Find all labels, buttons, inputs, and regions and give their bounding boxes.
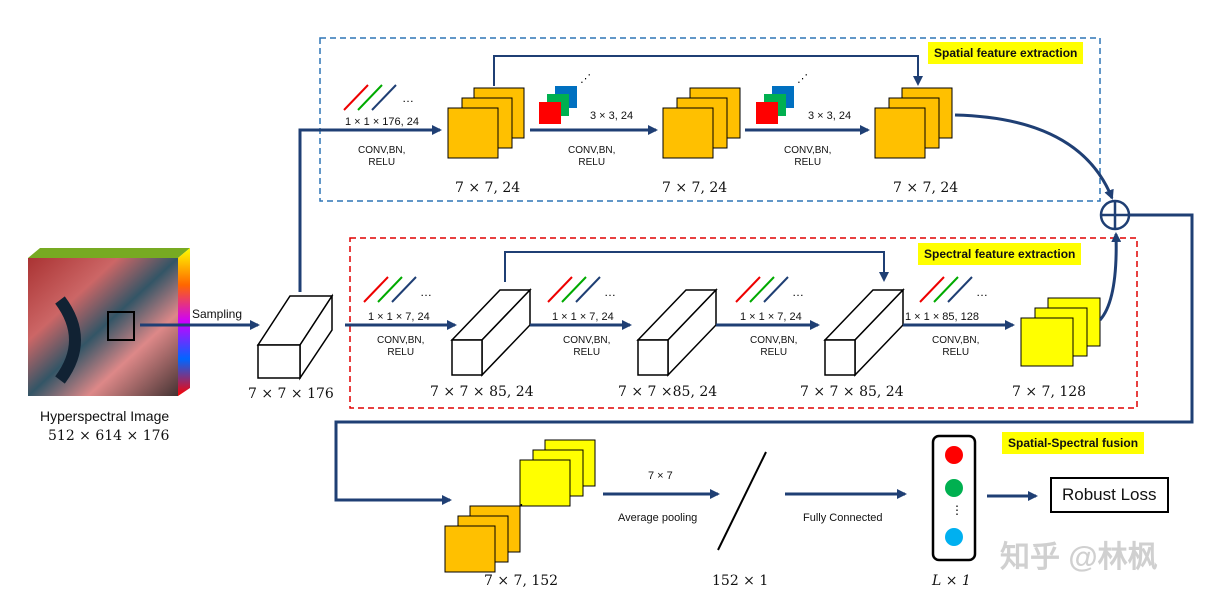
spectral-output-stack xyxy=(1020,297,1101,367)
output-dims: L × 1 xyxy=(932,573,971,589)
kernel-lines-icon: … xyxy=(919,276,988,303)
spatial-skip-connection xyxy=(493,55,923,86)
spatial-kernel-1: 1 × 1 × 176, 24 xyxy=(345,116,420,128)
robust-loss-box: Robust Loss xyxy=(1050,477,1169,513)
kernel-lines-icon: … xyxy=(547,276,616,303)
feature-vector-line xyxy=(717,451,767,551)
fusion-orange-stack xyxy=(444,505,521,573)
svg-text:⋰: ⋰ xyxy=(580,73,591,85)
spectral-output-3: 7 × 7 × 85, 24 xyxy=(800,384,904,400)
spatial-output-3: 7 × 7, 24 xyxy=(893,180,959,196)
spatial-output-1: 7 × 7, 24 xyxy=(455,180,521,196)
spectral-kernel-4: 1 × 1 × 85, 128 xyxy=(905,311,980,323)
spectral-kernel-2: 1 × 1 × 7, 24 xyxy=(552,311,614,323)
spatial-tag: Spatial feature extraction xyxy=(928,42,1084,64)
kernel-lines-icon: … xyxy=(735,276,804,303)
pool-kernel: 7 × 7 xyxy=(648,470,673,482)
spectral-tag: Spectral feature extraction xyxy=(918,243,1082,265)
spectral-kernel-1: 1 × 1 × 7, 24 xyxy=(368,311,430,323)
sampling-label: Sampling xyxy=(192,307,243,321)
spectral-output-4: 7 × 7, 128 xyxy=(1012,384,1087,400)
spectral-op-1: CONV,BN,RELU xyxy=(377,335,425,358)
spatial-op-3: CONV,BN,RELU xyxy=(784,145,832,168)
input-dims: 512 × 614 × 176 xyxy=(48,428,170,444)
input-title: Hyperspectral Image xyxy=(40,408,170,424)
svg-text:⋮: ⋮ xyxy=(951,503,963,517)
fusion-output-path xyxy=(334,213,1194,505)
patch-dims: 7 × 7 × 176 xyxy=(248,386,334,402)
svg-text:…: … xyxy=(420,285,432,299)
spatial-op-2: CONV,BN,RELU xyxy=(568,145,616,168)
hyperspectral-image-cube xyxy=(28,248,190,396)
fusion-tag: Spatial-Spectral fusion xyxy=(1002,432,1145,454)
svg-text:…: … xyxy=(402,91,414,105)
input-patch-cuboid xyxy=(256,293,334,381)
spectral-cuboid-2 xyxy=(636,288,718,377)
spatial-stack-3 xyxy=(874,87,953,159)
fc-label: Fully Connected xyxy=(803,512,883,524)
svg-text:…: … xyxy=(976,285,988,299)
branch-to-spatial xyxy=(298,125,442,292)
pool-label: Average pooling xyxy=(618,512,698,524)
kernel-3x3-icon: ⋰ xyxy=(539,73,591,124)
spatial-kernel-2: 3 × 3, 24 xyxy=(590,110,634,122)
kernel-3x3-icon: ⋰ xyxy=(756,73,808,124)
vector-dims: 152 × 1 xyxy=(712,573,769,589)
svg-text:…: … xyxy=(792,285,804,299)
spectral-cuboid-3 xyxy=(823,288,905,377)
spectral-op-2: CONV,BN,RELU xyxy=(563,335,611,358)
spectral-to-fusion xyxy=(1098,232,1122,322)
spatial-kernel-3: 3 × 3, 24 xyxy=(808,110,852,122)
spectral-cuboid-1 xyxy=(450,288,532,377)
spectral-kernel-3: 1 × 1 × 7, 24 xyxy=(740,311,802,323)
sum-node-icon xyxy=(1099,199,1131,231)
fusion-yellow-stack xyxy=(519,439,596,507)
watermark: 知乎 @林枫 xyxy=(1000,541,1158,574)
spatial-to-fusion xyxy=(954,113,1114,200)
svg-text:⋰: ⋰ xyxy=(797,73,808,85)
spatial-stack-1 xyxy=(447,87,525,159)
spectral-skip-connection xyxy=(504,251,889,282)
spatial-section-box xyxy=(319,37,1101,202)
output-neurons: ⋮ xyxy=(931,434,977,562)
spectral-output-2: 7 × 7 ×85, 24 xyxy=(618,384,718,400)
concat-dims: 7 × 7, 152 xyxy=(484,573,559,589)
svg-text:…: … xyxy=(604,285,616,299)
spatial-op-1: CONV,BN,RELU xyxy=(358,145,406,168)
spectral-op-3: CONV,BN,RELU xyxy=(750,335,798,358)
spatial-output-2: 7 × 7, 24 xyxy=(662,180,728,196)
spectral-op-4: CONV,BN,RELU xyxy=(932,335,980,358)
kernel-lines-icon: … xyxy=(343,84,414,111)
kernel-lines-icon: … xyxy=(363,276,432,303)
spatial-stack-2 xyxy=(662,87,741,159)
spectral-section-box xyxy=(349,237,1138,409)
spectral-output-1: 7 × 7 × 85, 24 xyxy=(430,384,534,400)
